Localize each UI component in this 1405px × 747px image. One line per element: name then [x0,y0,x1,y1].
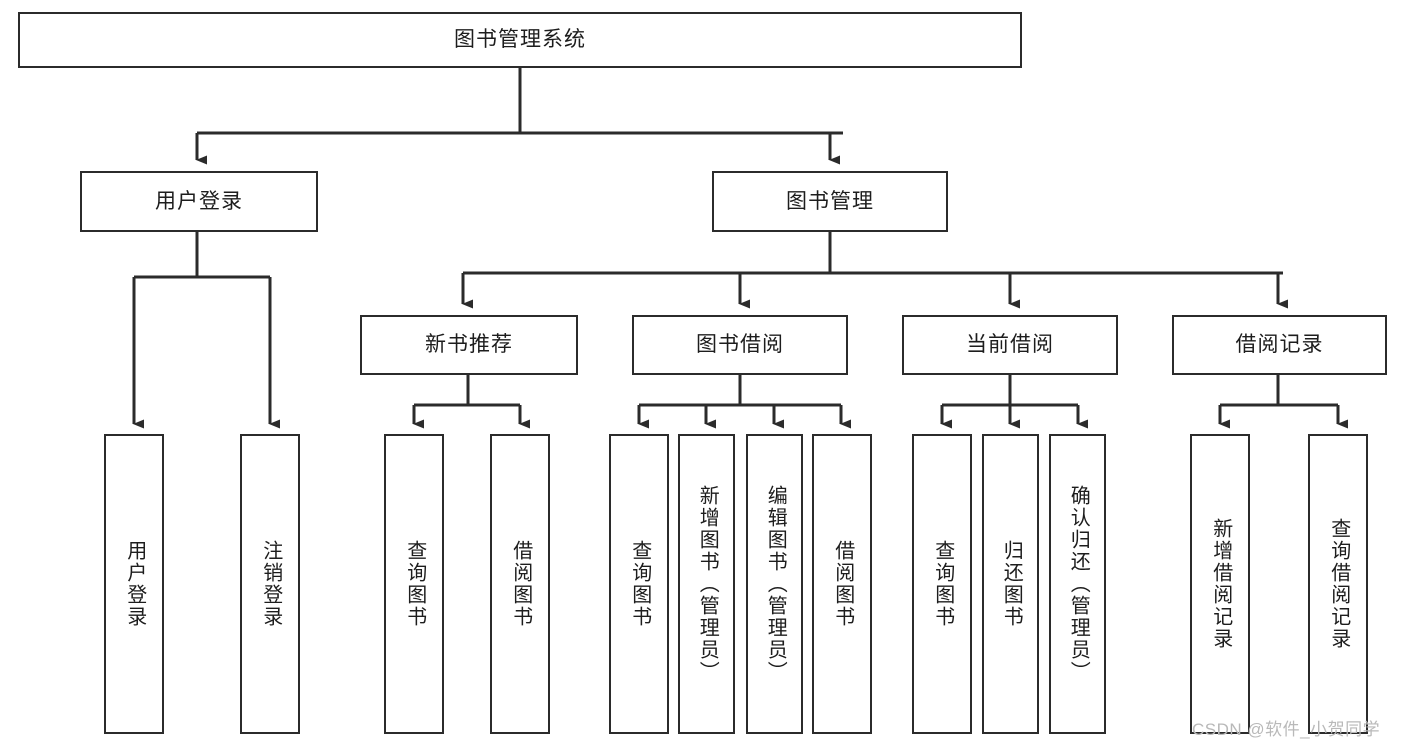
node-label: 借阅图书 [831,540,854,628]
node-book-manage[interactable]: 图书管理 [712,171,948,232]
node-leaf-return-book[interactable]: 归还图书 [982,434,1039,734]
node-label: 查询图书 [628,540,651,628]
node-leaf-borrow-book-new[interactable]: 借阅图书 [490,434,550,734]
node-new-book-recommend[interactable]: 新书推荐 [360,315,578,375]
node-leaf-edit-book-admin[interactable]: 编辑图书（管理员） [746,434,803,734]
node-root-system[interactable]: 图书管理系统 [18,12,1022,68]
node-label: 归还图书 [1000,540,1023,628]
node-label: 编辑图书（管理员） [764,485,787,683]
node-label: 借阅图书 [509,540,532,628]
node-label: 图书管理 [786,189,874,213]
node-borrow-record[interactable]: 借阅记录 [1172,315,1387,375]
node-user-login[interactable]: 用户登录 [80,171,318,232]
node-leaf-borrow-book[interactable]: 借阅图书 [812,434,872,734]
node-label: 查询图书 [403,540,426,628]
node-label: 新书推荐 [425,333,513,357]
node-label: 查询图书 [931,540,954,628]
node-label: 借阅记录 [1235,333,1324,357]
node-book-borrow[interactable]: 图书借阅 [632,315,848,375]
node-leaf-query-borrow-record[interactable]: 查询借阅记录 [1308,434,1368,734]
node-label: 图书借阅 [696,333,784,357]
node-label: 新增图书（管理员） [696,485,719,683]
node-label: 注销登录 [259,540,282,628]
node-leaf-logout[interactable]: 注销登录 [240,434,300,734]
node-current-borrow[interactable]: 当前借阅 [902,315,1118,375]
node-leaf-add-book-admin[interactable]: 新增图书（管理员） [678,434,735,734]
node-label: 用户登录 [123,540,146,628]
node-leaf-user-login[interactable]: 用户登录 [104,434,164,734]
node-leaf-query-book-borrow[interactable]: 查询图书 [609,434,669,734]
node-leaf-add-borrow-record[interactable]: 新增借阅记录 [1190,434,1250,734]
node-leaf-query-book-current[interactable]: 查询图书 [912,434,972,734]
node-leaf-query-book-new[interactable]: 查询图书 [384,434,444,734]
node-label: 当前借阅 [966,333,1054,357]
node-label: 查询借阅记录 [1327,518,1350,650]
node-label: 新增借阅记录 [1209,518,1232,650]
node-label: 用户登录 [155,189,243,213]
node-label: 确认归还（管理员） [1067,485,1090,683]
node-label: 图书管理系统 [454,28,586,52]
node-leaf-confirm-return-admin[interactable]: 确认归还（管理员） [1049,434,1106,734]
